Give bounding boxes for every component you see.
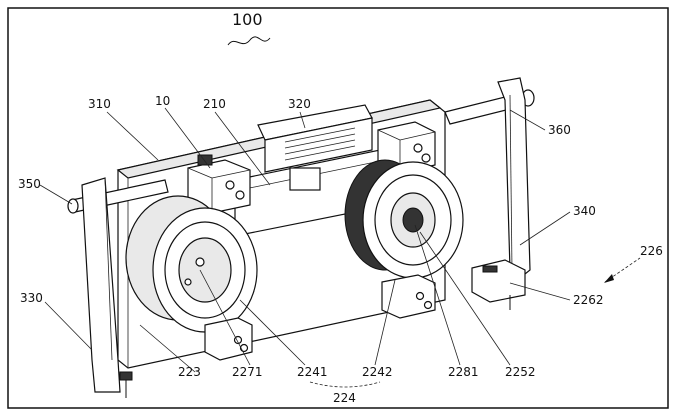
label-330: 330 bbox=[20, 291, 43, 305]
figure-border bbox=[7, 7, 669, 409]
label-2262: 2262 bbox=[573, 293, 604, 307]
label-360: 360 bbox=[548, 123, 571, 137]
left-roller bbox=[125, 195, 258, 333]
label-10: 10 bbox=[155, 94, 170, 108]
label-223: 223 bbox=[178, 365, 201, 379]
right-base-block bbox=[471, 259, 526, 310]
label-226: 226 bbox=[640, 244, 663, 258]
leader-lines bbox=[39, 107, 571, 388]
top-block-320 bbox=[257, 104, 373, 173]
label-2252: 2252 bbox=[505, 365, 536, 379]
title-squiggle bbox=[227, 36, 271, 46]
clamp-block-10 bbox=[187, 154, 251, 214]
label-320: 320 bbox=[288, 97, 311, 111]
label-350: 350 bbox=[18, 177, 41, 191]
label-2242: 2242 bbox=[362, 365, 393, 379]
right-roller bbox=[344, 159, 464, 279]
left-bracket-330 bbox=[81, 177, 133, 398]
label-2271: 2271 bbox=[232, 365, 263, 379]
label-340: 340 bbox=[573, 204, 596, 218]
bottom-clamp-right bbox=[381, 274, 436, 319]
direction-arrow-226 bbox=[604, 257, 641, 283]
label-210: 210 bbox=[203, 97, 226, 111]
bottom-clamp-left bbox=[204, 317, 253, 361]
label-224: 224 bbox=[333, 391, 356, 405]
label-100: 100 bbox=[232, 10, 263, 29]
label-2281: 2281 bbox=[448, 365, 479, 379]
label-2241: 2241 bbox=[297, 365, 328, 379]
label-310: 310 bbox=[88, 97, 111, 111]
